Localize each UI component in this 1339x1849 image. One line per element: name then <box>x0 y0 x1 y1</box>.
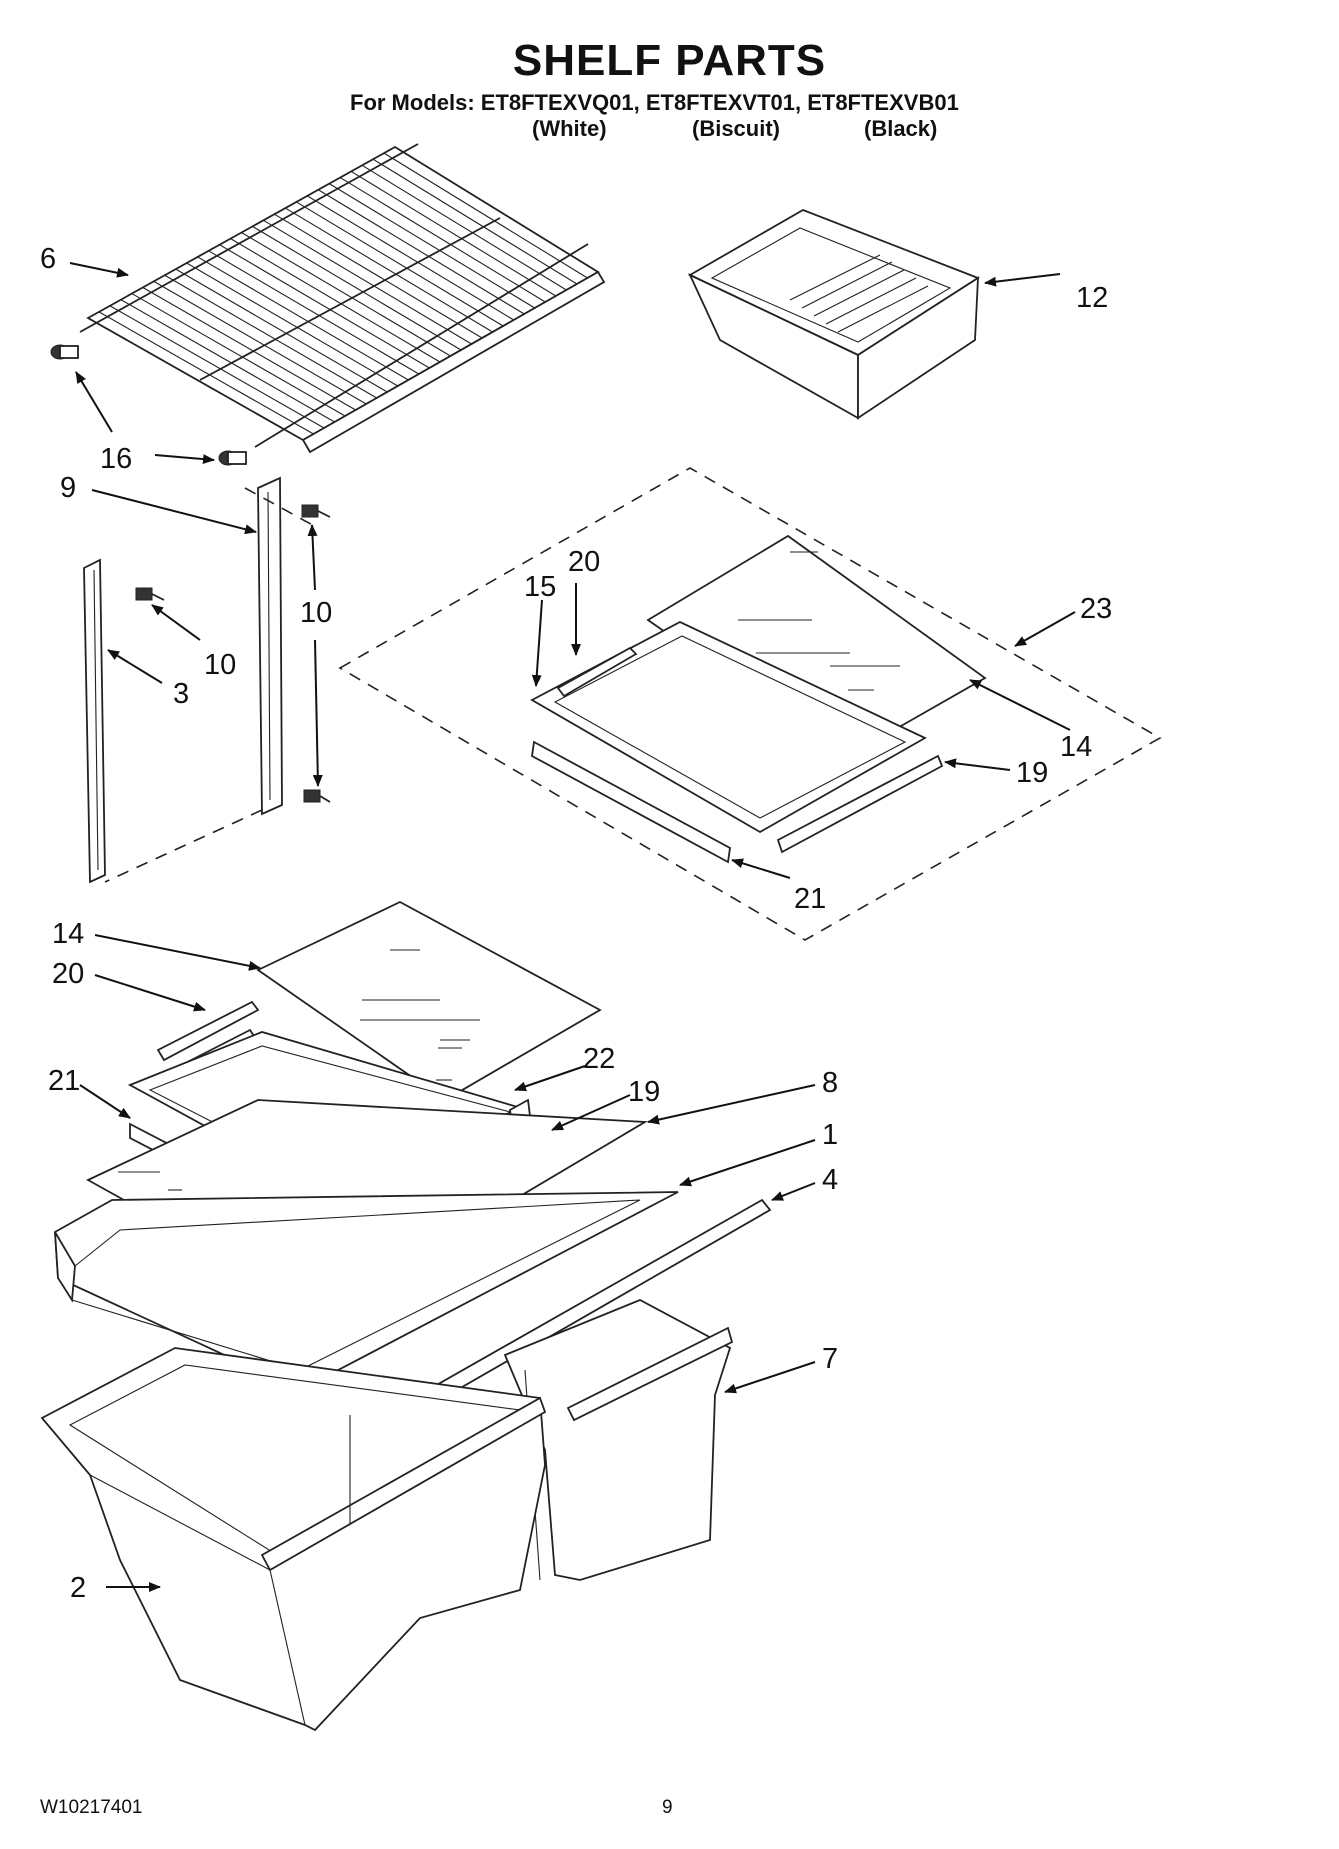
callout-7: 7 <box>822 1343 838 1375</box>
wire-rod <box>219 244 430 369</box>
wire-shelf-part-6 <box>79 143 606 454</box>
assembly-dash-line <box>104 809 263 883</box>
wire-rod <box>87 317 304 441</box>
assembly-dash-line <box>244 487 319 529</box>
shelf-assembly-part-23-outline <box>338 467 1162 941</box>
wire-rod <box>120 299 335 423</box>
wire-rod <box>153 280 367 405</box>
wire-rod <box>263 219 472 345</box>
wire-rod <box>372 158 578 285</box>
callout-10-a: 10 <box>300 597 332 629</box>
callout-12: 12 <box>1076 282 1108 314</box>
models-line: For Models: ET8FTEXVQ01, ET8FTEXVT01, ET… <box>350 90 959 115</box>
wire-rod <box>208 250 420 375</box>
callout-2: 2 <box>70 1572 86 1604</box>
rail-part-3 <box>83 558 106 884</box>
wire-rod <box>394 146 599 273</box>
wire-rod <box>197 256 409 381</box>
document-number: W10217401 <box>40 1797 143 1818</box>
wire-rod <box>339 177 546 303</box>
wire-rod <box>307 195 514 321</box>
screw-part-10 <box>135 504 331 803</box>
wire-rod <box>383 152 588 279</box>
wire-rod <box>164 274 378 399</box>
color-biscuit: (Biscuit) <box>692 116 780 141</box>
trim-part-19 <box>776 754 944 854</box>
rail-part-9 <box>257 476 283 816</box>
shelf-stud-part-16 <box>50 344 247 466</box>
callout-23: 23 <box>1080 593 1112 625</box>
wire-rod <box>109 305 325 429</box>
page-number: 9 <box>662 1797 673 1818</box>
color-white: (White) <box>532 116 607 141</box>
callout-3: 3 <box>173 678 189 710</box>
wire-rod <box>361 164 567 291</box>
page-title: SHELF PARTS <box>512 36 827 85</box>
callout-1: 1 <box>822 1119 838 1151</box>
wire-rod <box>131 293 346 417</box>
wire-rod <box>186 262 399 387</box>
wire-rod <box>296 201 504 327</box>
wire-rod <box>241 232 451 357</box>
pan-part-12 <box>688 209 980 420</box>
wire-rod <box>285 207 493 333</box>
wire-rod <box>142 286 356 411</box>
callout-6: 6 <box>40 243 56 275</box>
callout-21-b: 21 <box>48 1065 80 1097</box>
trim-part-21 <box>531 740 731 864</box>
callout-14-b: 14 <box>52 918 84 950</box>
wire-rod <box>230 238 441 363</box>
trim-part-20 <box>556 646 638 698</box>
callout-16: 16 <box>100 443 132 475</box>
callout-20-a: 20 <box>568 546 600 578</box>
callout-9: 9 <box>60 472 76 504</box>
wire-rod <box>252 225 462 351</box>
wire-rod <box>98 311 314 435</box>
callout-4: 4 <box>822 1164 838 1196</box>
wire-rod <box>274 213 483 339</box>
callout-8: 8 <box>822 1067 838 1099</box>
glass-part-14-lower <box>256 900 602 1102</box>
callout-19-a: 19 <box>1016 757 1048 789</box>
callout-10-b: 10 <box>204 649 236 681</box>
callout-22: 22 <box>583 1043 615 1075</box>
callout-14-a: 14 <box>1060 731 1092 763</box>
crisper-drawer-part-2 <box>40 1347 547 1732</box>
wire-rod <box>175 268 388 393</box>
callout-15: 15 <box>524 571 556 603</box>
wire-rod <box>350 170 557 297</box>
callout-arrows <box>69 262 1076 1592</box>
wire-rod <box>317 189 525 315</box>
callout-20-b: 20 <box>52 958 84 990</box>
color-black: (Black) <box>864 116 938 141</box>
wire-rod <box>328 183 536 309</box>
crisper-cover-frame-part-1 <box>54 1191 679 1392</box>
callout-19-b: 19 <box>628 1076 660 1108</box>
callout-21-a: 21 <box>794 883 826 915</box>
